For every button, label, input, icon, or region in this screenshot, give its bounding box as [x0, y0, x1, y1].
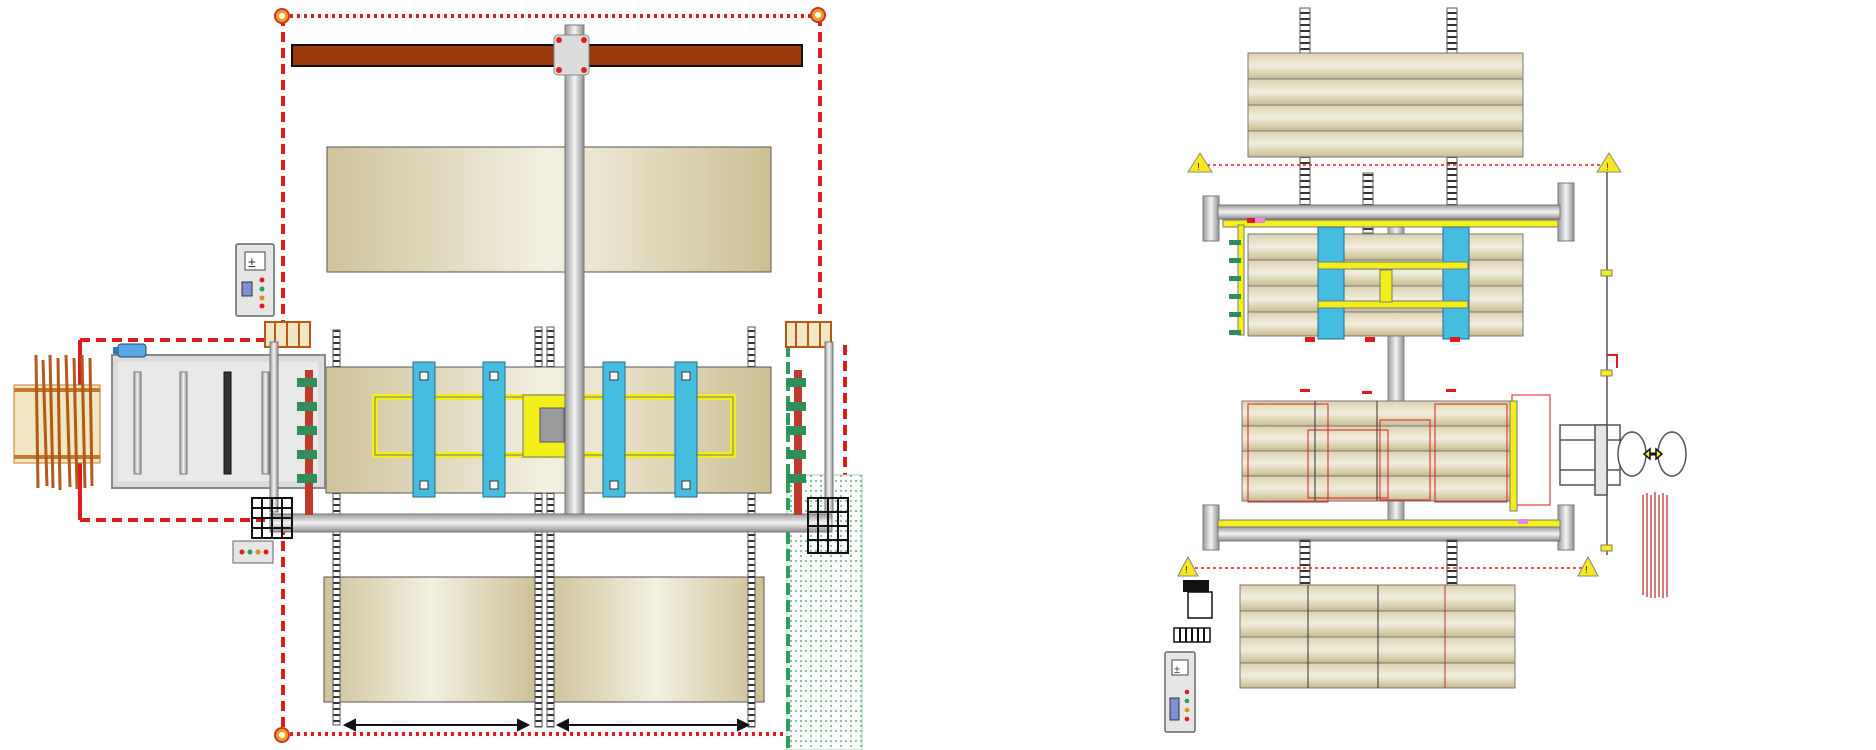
plan-view-right: ! ! — [1164, 7, 1687, 733]
roller-column-left — [269, 341, 317, 515]
warning-triangle-icon: ! — [1177, 555, 1199, 577]
svg-text:!: ! — [1585, 565, 1588, 576]
safety-corner-post-icon — [274, 727, 290, 743]
wood-panel — [323, 576, 540, 703]
svg-text:!: ! — [1606, 162, 1609, 173]
board-stack-icon — [1642, 492, 1668, 598]
safety-corner-post-icon — [274, 8, 290, 24]
top-cross-beam — [291, 44, 803, 67]
safety-corner-post-icon — [810, 7, 826, 23]
plan-view-left: ± — [13, 7, 863, 750]
wood-panel — [548, 576, 765, 703]
threaded-rods-bottom — [1299, 539, 1458, 589]
wood-stack-top — [1247, 52, 1524, 158]
wood-stack-bottom — [1239, 584, 1516, 689]
wood-panel — [326, 146, 772, 273]
motor-icon — [113, 343, 147, 358]
infeed-conveyor — [111, 354, 326, 489]
hydraulic-unit-icon — [1173, 580, 1213, 643]
side-rail — [1600, 172, 1618, 555]
lower-gantry — [1202, 504, 1575, 551]
double-arrow-icon — [342, 718, 531, 732]
warning-triangle-icon: ! — [1596, 152, 1622, 173]
horizontal-rail — [269, 513, 833, 533]
warning-triangle-icon: ! — [1577, 555, 1599, 577]
lower-press-block — [1241, 394, 1551, 512]
upper-press-block — [1229, 218, 1524, 342]
control-panel-icon: ± — [1164, 651, 1196, 733]
timber-stack-icon — [13, 354, 101, 491]
column-mount — [553, 34, 590, 76]
central-column — [564, 24, 585, 521]
control-panel-icon — [232, 540, 274, 564]
limit-markers — [1300, 389, 1456, 394]
svg-text:!: ! — [1197, 162, 1200, 173]
warning-triangle-icon: ! — [1187, 152, 1213, 173]
double-arrow-icon — [555, 718, 751, 732]
svg-text:±: ± — [1174, 664, 1180, 676]
upper-gantry — [1202, 182, 1575, 242]
svg-text:±: ± — [248, 254, 256, 270]
yellow-clamp-frame — [372, 394, 736, 458]
side-mechanism — [1559, 424, 1687, 496]
roller-column-right — [786, 341, 834, 515]
corner-rack — [251, 497, 849, 554]
blue-clamps — [412, 361, 698, 498]
control-panel-icon: ± — [235, 243, 275, 317]
svg-text:!: ! — [1185, 565, 1188, 576]
